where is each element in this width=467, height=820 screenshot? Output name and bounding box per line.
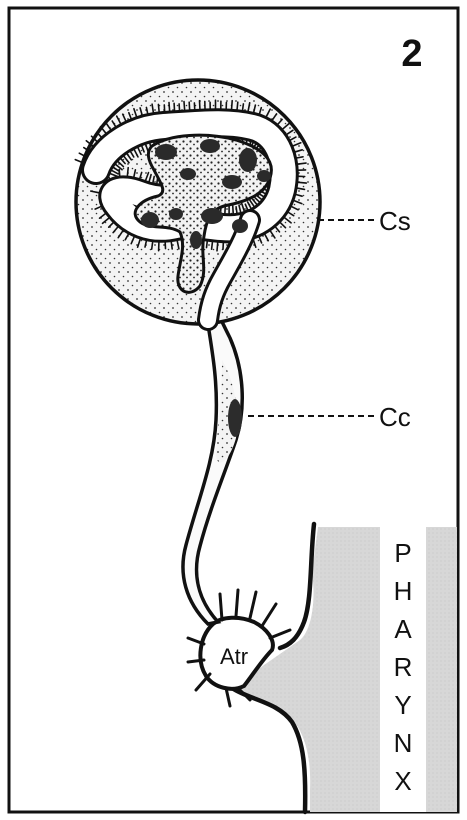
pharynx-letter: N — [394, 728, 413, 758]
pharynx-letter: A — [394, 614, 412, 644]
label-atr: Atr — [220, 644, 248, 669]
cilium-bristle — [233, 205, 234, 213]
canal-cell-nucleus — [228, 399, 242, 437]
figure-number: 2 — [401, 33, 422, 75]
cilium-bristle — [169, 103, 170, 111]
cilium-bristle — [236, 207, 237, 213]
cilium-bristle — [171, 242, 172, 249]
cilium-bristle — [207, 242, 208, 248]
cilium-bristle — [119, 170, 120, 176]
cilium-bristle — [243, 104, 244, 110]
cilium-bristle — [184, 102, 185, 110]
cilium-bristle — [152, 242, 153, 249]
cilium-bristle — [158, 104, 159, 111]
label-cs: Cs — [379, 206, 411, 236]
cilium-bristle — [298, 182, 306, 183]
cilium-bristle — [127, 168, 128, 176]
pharynx-label: P H A R Y N X — [394, 538, 413, 796]
pharynx-letter: X — [394, 766, 411, 796]
cilium-bristle — [297, 157, 303, 158]
pharynx-letter: P — [394, 538, 411, 568]
cilium-bristle — [237, 102, 238, 109]
pharynx-letter: Y — [394, 690, 411, 720]
cilium-bristle — [298, 163, 306, 164]
pharynx-letter: H — [394, 576, 413, 606]
collecting-canal — [183, 300, 242, 624]
cilium-bristle — [212, 242, 213, 249]
label-cc: Cc — [379, 402, 411, 432]
cilium-bristle — [217, 243, 218, 251]
cilium-bristle — [232, 101, 233, 109]
pharynx-letter: R — [394, 652, 413, 682]
pharynx-right-shade — [426, 527, 457, 812]
